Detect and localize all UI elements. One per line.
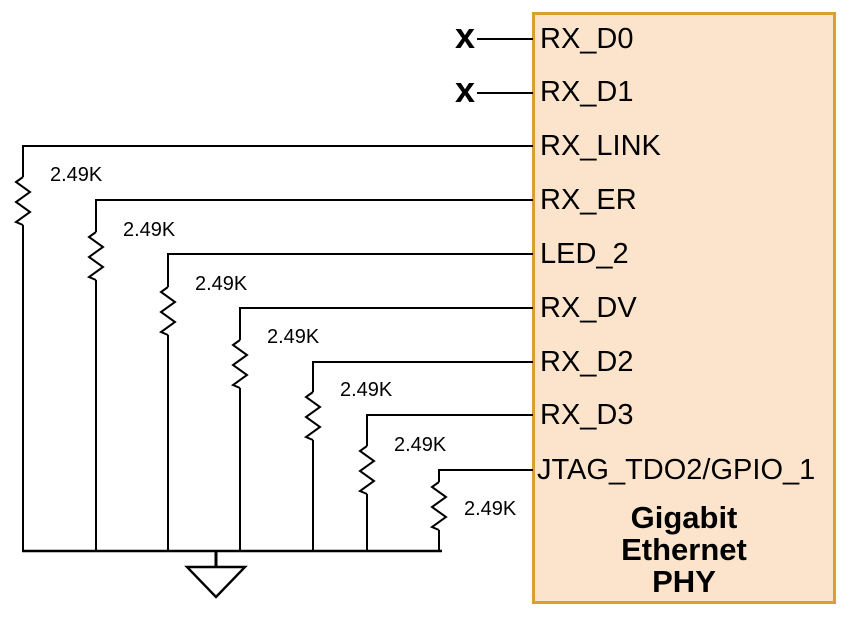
pulldown-rx-d3: 2.49K xyxy=(357,414,533,551)
resistor-value-label: 2.49K xyxy=(123,219,176,241)
resistor-zigzag-icon xyxy=(86,231,105,281)
phy-block-body xyxy=(532,12,836,604)
pin-label-rx-link: RX_LINK xyxy=(540,130,662,162)
pin-label-rx-dv: RX_DV xyxy=(540,292,637,324)
resistor-zigzag-icon xyxy=(429,481,448,531)
resistor-zigzag-icon xyxy=(230,339,249,389)
pulldown-rx-er: 2.49K xyxy=(86,199,533,551)
pin-label-rx-d0: RX_D0 xyxy=(540,23,634,55)
resistor-value-label: 2.49K xyxy=(464,498,517,520)
phy-block-title-line-1: Gigabit xyxy=(631,500,738,535)
wire xyxy=(22,145,533,177)
pin-label-rx-d1: RX_D1 xyxy=(540,76,634,108)
wire xyxy=(312,361,533,392)
resistor-zigzag-icon xyxy=(303,391,322,441)
pulldown-rx-link: 2.49K xyxy=(13,145,533,551)
wire xyxy=(167,253,533,287)
resistor-zigzag-icon xyxy=(13,176,32,226)
ground-symbol-icon xyxy=(184,565,248,599)
resistor-zigzag-icon xyxy=(158,286,177,336)
resistor-value-label: 2.49K xyxy=(340,379,393,401)
resistor-value-label: 2.49K xyxy=(50,164,103,186)
resistor-value-label: 2.49K xyxy=(267,326,320,348)
pin-label-led-2: LED_2 xyxy=(540,238,629,270)
resistor-value-label: 2.49K xyxy=(195,273,248,295)
phy-block-title-line-3: PHY xyxy=(652,564,716,599)
pin-label-rx-d3: RX_D3 xyxy=(540,399,634,431)
no-connect-rx-d1: x xyxy=(455,69,533,110)
wire xyxy=(95,199,533,232)
wire xyxy=(366,414,533,446)
pulldown-jtag-tdo2-gpio-1: 2.49K xyxy=(429,469,533,551)
resistor-zigzag-icon xyxy=(357,445,376,495)
wire xyxy=(438,469,533,482)
phy-block-title-line-2: Ethernet xyxy=(621,532,747,567)
pin-label-rx-d2: RX_D2 xyxy=(540,346,634,378)
gigabit-ethernet-phy-block: Gigabit Ethernet PHY xyxy=(532,12,836,604)
no-connect-x-icon: x xyxy=(455,69,475,110)
wire xyxy=(239,307,533,340)
ground xyxy=(22,549,442,599)
pulldown-led-2: 2.49K xyxy=(158,253,533,551)
pulldown-rx-d2: 2.49K xyxy=(303,361,533,551)
resistor-value-label: 2.49K xyxy=(394,434,447,456)
pulldown-rx-dv: 2.49K xyxy=(230,307,533,551)
pin-label-jtag-tdo2-gpio-1: JTAG_TDO2/GPIO_1 xyxy=(537,454,815,486)
no-connect-rx-d0: x xyxy=(455,15,533,56)
pin-label-rx-er: RX_ER xyxy=(540,184,637,216)
no-connect-x-icon: x xyxy=(455,15,475,56)
